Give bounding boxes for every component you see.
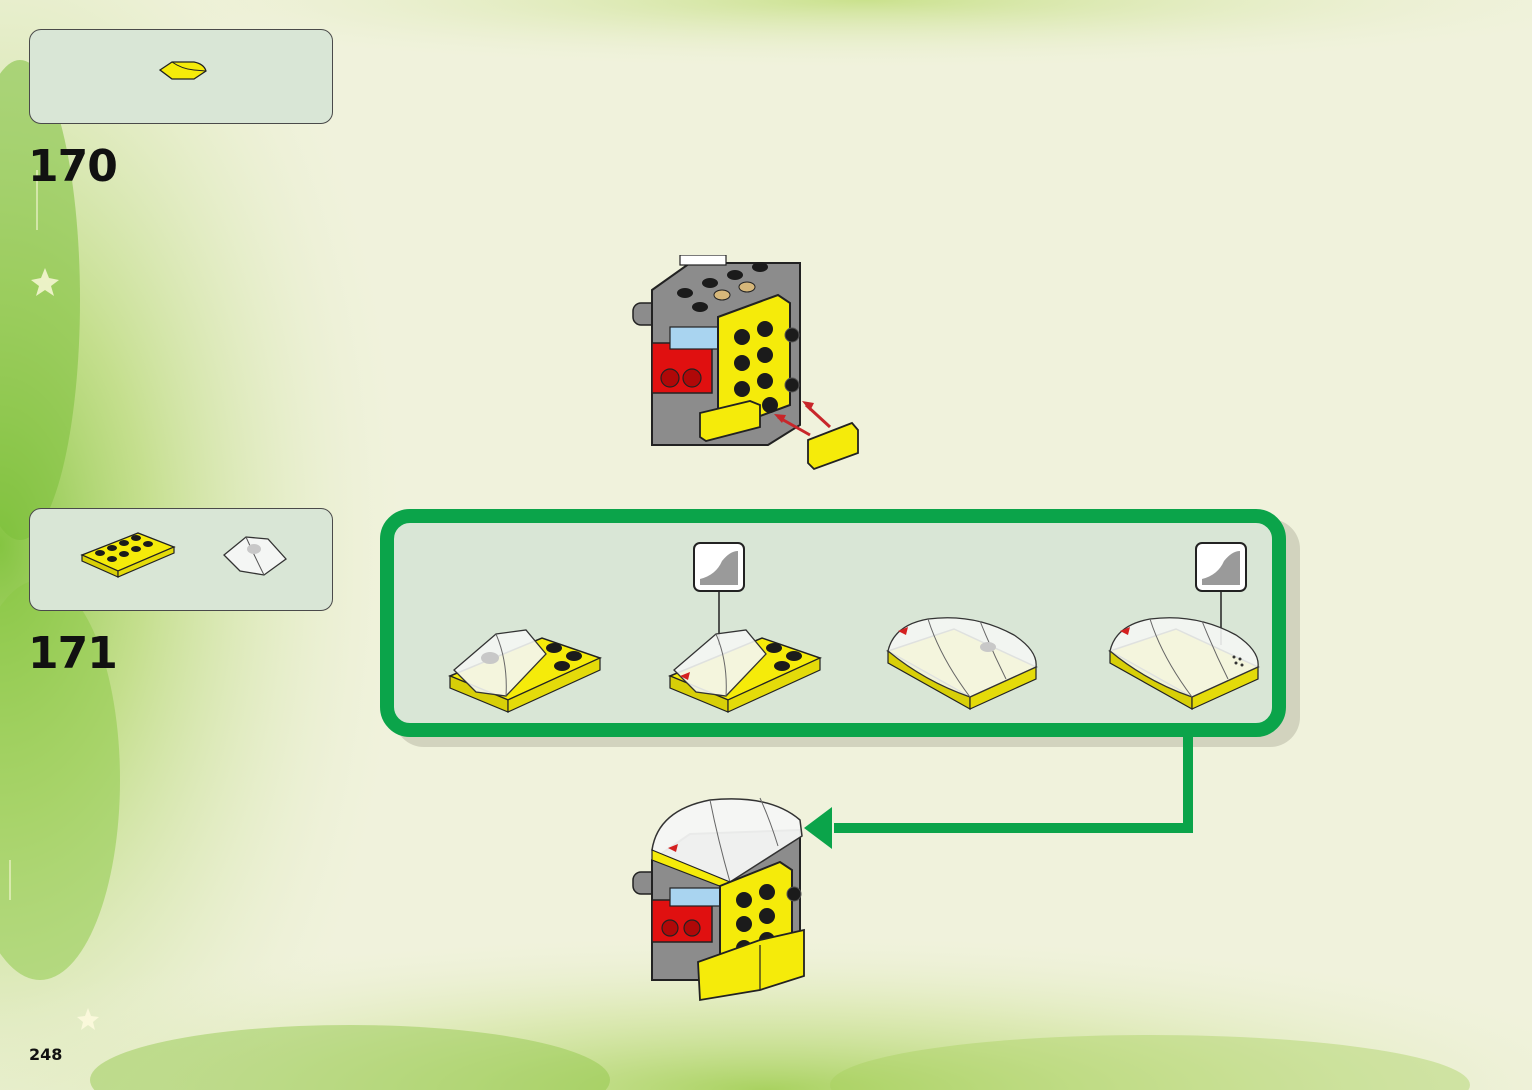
step-number-171: 171 bbox=[28, 632, 117, 676]
step-number-170: 170 bbox=[28, 145, 117, 189]
subassembly-arrow-icon bbox=[800, 735, 1200, 855]
yellow-curved-slope-icon bbox=[158, 58, 210, 84]
step-170-parts-box bbox=[29, 29, 333, 124]
step-171-assembly bbox=[630, 790, 820, 1005]
subassembly-panel bbox=[380, 509, 1286, 737]
page-number: 248 bbox=[29, 1045, 62, 1064]
subassembly-stage-4 bbox=[1106, 607, 1266, 717]
subassembly-stage-3 bbox=[884, 607, 1044, 717]
subassembly-stage-2 bbox=[666, 618, 826, 718]
step-170-assembly bbox=[630, 255, 860, 475]
subassembly-stage-1 bbox=[446, 618, 606, 718]
yellow-plate-icon bbox=[78, 529, 178, 579]
step-171-parts-box bbox=[29, 508, 333, 611]
clear-slope-icon bbox=[220, 529, 290, 579]
